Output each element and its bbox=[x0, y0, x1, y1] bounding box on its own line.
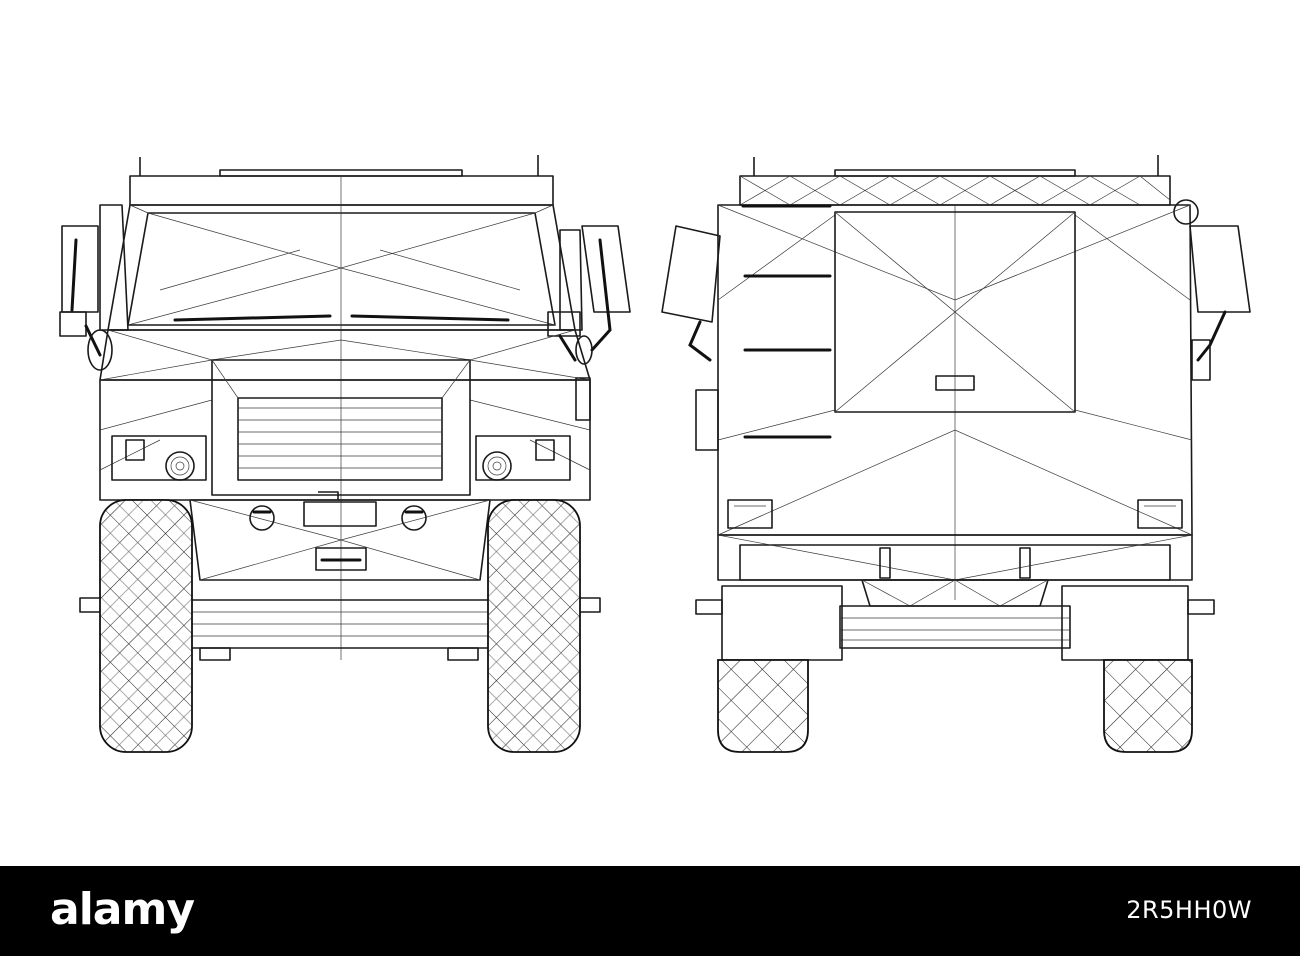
brand-logo: alamy bbox=[50, 884, 195, 935]
front-view-vehicle bbox=[59, 155, 631, 753]
wireframe-drawing-area bbox=[59, 155, 1251, 753]
image-id-label: 2R5HH0W bbox=[1126, 896, 1252, 924]
rear-view-vehicle bbox=[661, 155, 1251, 753]
watermark-footer-bar: alamy 2R5HH0W bbox=[0, 866, 1300, 956]
